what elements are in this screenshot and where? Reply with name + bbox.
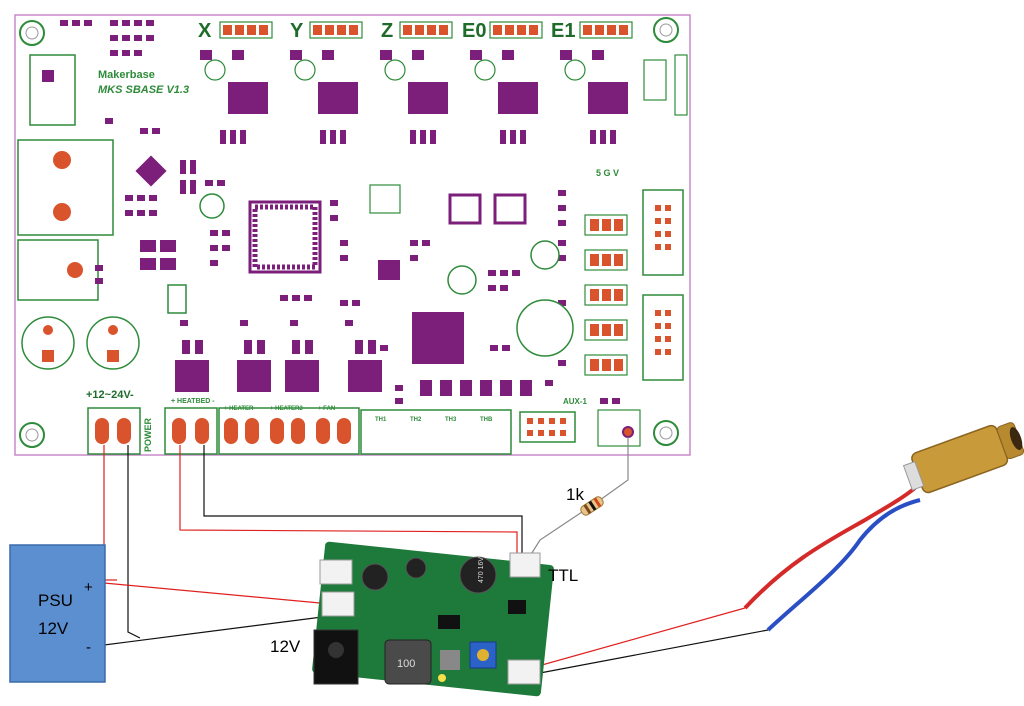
power-voltage-label: +12~24V- [86, 389, 134, 401]
heater2-label: + HEATER2 - [270, 406, 306, 412]
axis-label-e1: E1 [551, 20, 575, 42]
board-model: MKS SBASE V1.3 [98, 84, 189, 96]
wire-board-power-negative [127, 445, 141, 639]
wire-aux-signal [599, 437, 629, 501]
wire-ttl-ground [203, 445, 523, 556]
inductor-marking: 100 [397, 658, 415, 670]
wire-laser-positive [523, 607, 746, 671]
voltage-label: 5 G V [596, 168, 619, 178]
wires [103, 437, 769, 677]
heater-label: + HEATER - [224, 406, 257, 412]
laser-module [743, 422, 1024, 632]
axis-label-y: Y [290, 20, 304, 42]
psu-voltage: 12V [38, 619, 69, 638]
power-label: POWER [143, 417, 153, 452]
wire-ttl-signal-red [179, 445, 518, 556]
axis-label-z: Z [381, 20, 393, 42]
resistor-label: 1k [566, 485, 584, 504]
psu-plus-label: + [84, 579, 93, 596]
wire-psu-positive [103, 582, 321, 604]
laser-driver-board: 470 16V 100 [312, 541, 554, 697]
th1-label: TH1 [375, 417, 387, 423]
wire-board-power-positive [103, 445, 117, 581]
th3-label: TH3 [445, 417, 457, 423]
capacitor-rating: 470 16V [478, 557, 485, 583]
psu: PSU 12V + - [9, 544, 106, 683]
board-brand: Makerbase [98, 69, 155, 81]
axis-label-x: X [198, 20, 212, 42]
mks-sbase-board: Makerbase MKS SBASE V1.3 X Y Z E0 E1 [14, 14, 691, 456]
aux-label: AUX-1 [563, 397, 588, 406]
wire-psu-negative [103, 615, 331, 646]
fan-label: + FAN - [318, 406, 339, 412]
ttl-label: TTL [548, 566, 578, 585]
heatbed-label: + HEATBED - [171, 398, 215, 405]
psu-title: PSU [38, 591, 73, 610]
wire-laser-negative [523, 629, 769, 677]
wire-resistor-to-ttl [529, 511, 583, 557]
supply-12v-label: 12V [270, 637, 301, 656]
resistor [580, 496, 604, 516]
axis-label-e0: E0 [462, 20, 486, 42]
thb-label: THB [480, 417, 493, 423]
th2-label: TH2 [410, 417, 422, 423]
psu-minus-label: - [86, 639, 91, 656]
